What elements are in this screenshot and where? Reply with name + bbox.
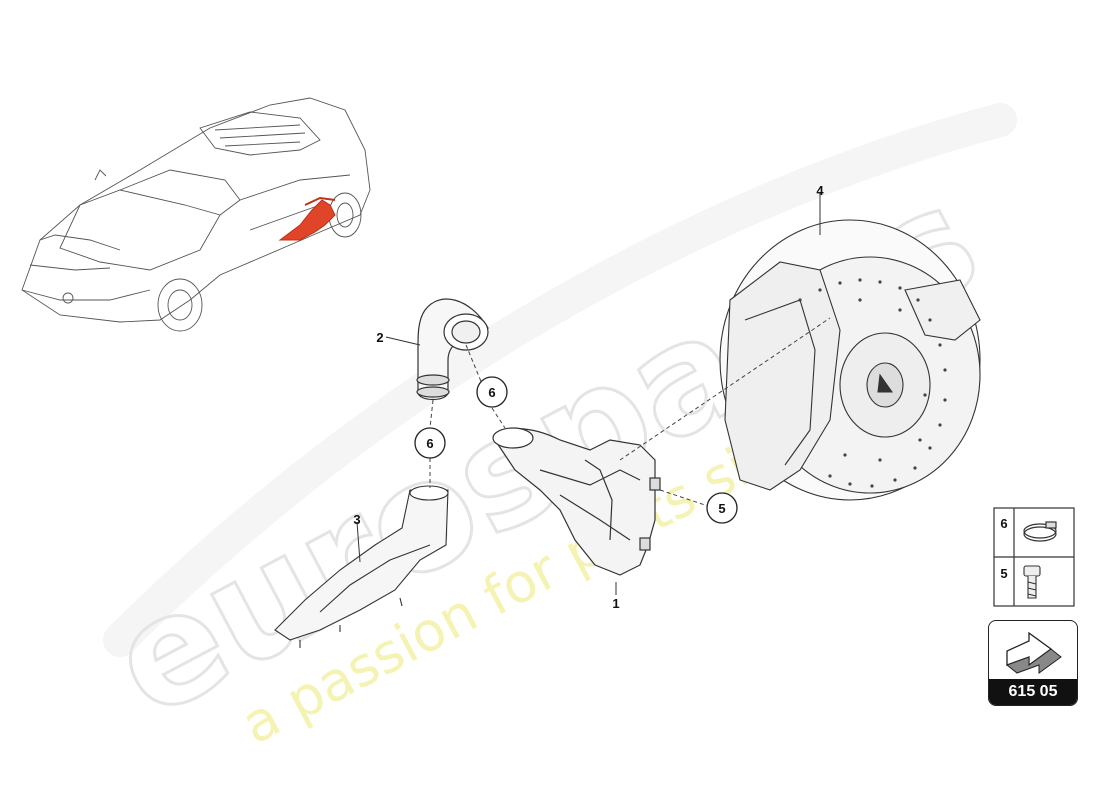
bolt-icon: [1023, 565, 1041, 599]
part-1-brake-duct: [492, 427, 661, 576]
callout-3-label: 3: [353, 512, 360, 527]
parts-legend: 6 5: [993, 507, 1075, 607]
arrow-reference-icon: [1005, 631, 1062, 674]
part-2-elbow-hose: [416, 298, 489, 401]
callout-1-label: 1: [612, 596, 619, 611]
hose-clamp-icon: [1023, 521, 1057, 542]
callout-4-label: 4: [816, 183, 824, 198]
legend-number-6: 6: [1000, 516, 1007, 531]
highlighted-duct: [278, 199, 336, 241]
legend-number-5: 5: [1000, 566, 1007, 581]
car-overview: [21, 97, 371, 332]
callout-2-label: 2: [376, 330, 383, 345]
callout-6-lower-label: 6: [426, 436, 433, 451]
connector-lines: [429, 317, 831, 507]
reference-badge: 615 05: [988, 620, 1078, 706]
part-4-brake-assembly: [719, 219, 981, 501]
callout-1: 1: [612, 596, 619, 611]
callout-6-upper: 6: [476, 376, 508, 408]
callout-6-lower: 6: [414, 427, 446, 459]
callout-2: 2: [376, 330, 383, 345]
leader-lines: [356, 192, 821, 595]
callout-6-upper-label: 6: [488, 385, 495, 400]
reference-code: 615 05: [989, 679, 1077, 705]
callout-5: 5: [706, 492, 738, 524]
callout-4: 4: [816, 183, 824, 198]
part-3-lower-duct: [274, 485, 449, 648]
callout-5-label: 5: [718, 501, 725, 516]
callout-3: 3: [353, 512, 360, 527]
